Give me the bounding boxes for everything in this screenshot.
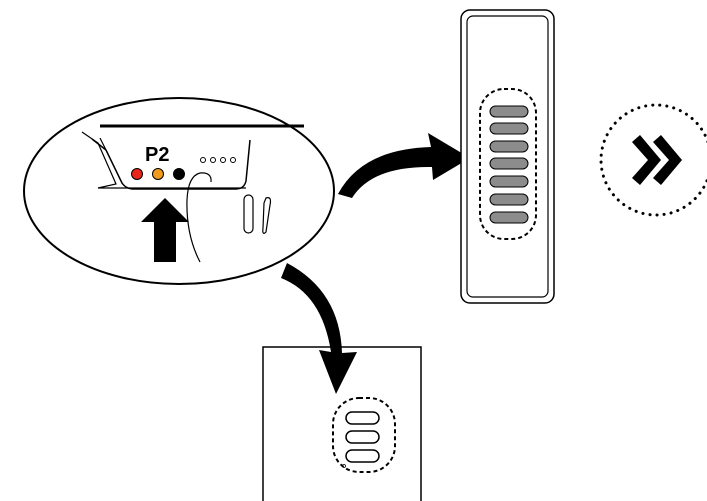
housing-diagonal [99,137,107,151]
receiver-detail-callout: P2 [23,97,335,285]
port-label-p2: P2 [145,144,169,166]
pin-holes [200,157,236,163]
next-step-indicator [599,103,707,217]
slot-left [243,194,254,234]
remote-button-2 [489,122,529,135]
remote-button-1 [489,105,529,118]
housing-left-bevel [81,131,246,189]
tall-remote-control [460,9,555,304]
magnifier-ellipse [23,97,335,285]
wall-unit-button-3 [345,449,380,463]
remote-button-6 [489,193,529,206]
double-chevron-right-icon [632,135,682,185]
wall-unit-outline [262,346,422,501]
remote-inner-body [466,15,549,298]
remote-buttons-highlight [479,88,537,240]
remote-button-3 [489,140,529,153]
antenna-wire [186,172,201,263]
remote-buttons [489,105,529,224]
led-red [131,168,143,180]
remote-button-5 [489,175,529,188]
remote-button-4 [489,157,529,170]
wire-loop [199,172,212,183]
connector-housing [91,138,251,190]
curved-arrow-to-remote [338,133,470,198]
led-black [173,168,185,180]
led-orange [152,168,164,180]
dotted-circle [599,103,707,217]
remote-button-7 [489,211,529,224]
thick-up-arrow-icon [141,198,189,262]
remote-outer-body [460,9,555,304]
wall-unit-indicator-dot [342,464,346,468]
wall-unit-button-2 [345,430,380,444]
wall-unit-button-1 [345,411,380,425]
slot-right [262,197,272,234]
curved-arrow-to-wall-unit [281,263,357,394]
wall-unit-buttons [345,411,380,463]
wall-mounted-unit [262,346,422,501]
